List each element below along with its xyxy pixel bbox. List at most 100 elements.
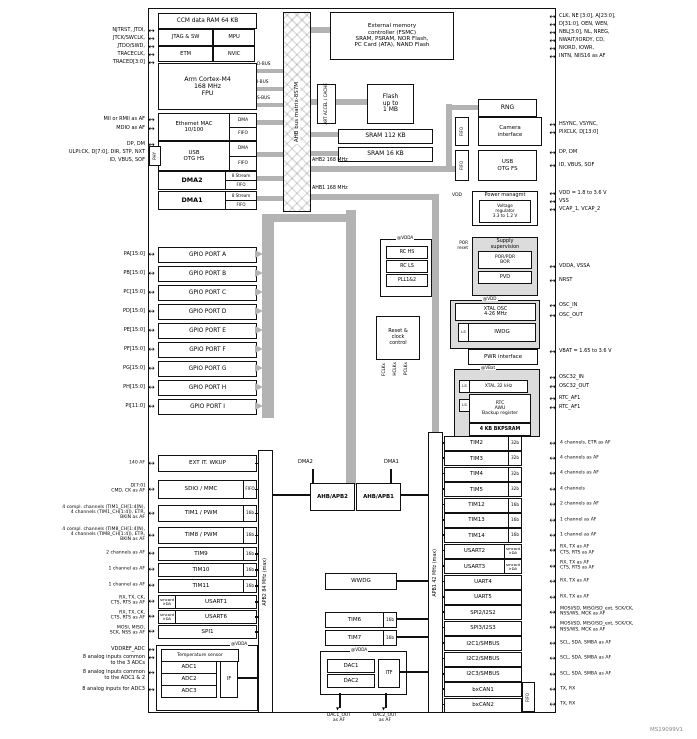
pin-label: RX, TX, CK, CTS, RTS as AF: [110, 610, 145, 621]
smartcard-irda-tag: smcard irDA: [160, 611, 176, 623]
pin-line: ↔D[31:0], OEN, WEN,: [546, 21, 697, 29]
pin-label: SCL, SDA, SMBA as AF: [560, 655, 612, 661]
rc-hs-block: RC HS: [386, 246, 428, 259]
bus-segment: [255, 69, 283, 73]
wwdg-block: WWDG: [325, 573, 397, 590]
peripheral-label: USART6: [204, 613, 228, 620]
gpio-bus-arrow-icon: [255, 250, 263, 258]
bidir-arrow-icon: ↔: [148, 34, 155, 44]
bidir-arrow-icon: ↔: [549, 36, 556, 46]
peripheral-block: I2C1/SMBUS: [444, 636, 522, 652]
bidir-arrow-icon: ↔: [549, 591, 556, 601]
gpio-pin-label: PC[15:0]: [123, 289, 145, 295]
usb-hs-dma-cell: DMA: [237, 146, 249, 152]
usb-fs-fifo-tag: FIFO: [455, 150, 469, 181]
bus-width-tag: 16b: [243, 528, 256, 543]
peripheral-label: SDIO / MMC: [184, 486, 218, 493]
pin-label: RX, TX, CK, CTS, RTS as AF: [110, 595, 145, 606]
bidir-arrow-icon: ↔: [148, 645, 155, 655]
bidir-arrow-icon: ↔: [148, 564, 155, 574]
pin-line: ↔RTC_AF1: [546, 394, 697, 403]
at-vdda-label: @VDDA: [396, 235, 415, 241]
pin-cluster: ↔RTC_AF1↔RTC_AF1: [546, 394, 697, 412]
pin-line: ↔OSC32_IN: [546, 373, 697, 382]
bidir-arrow-icon: ↔: [148, 548, 155, 558]
pin-label: TX, RX: [560, 686, 576, 692]
pin-label: VCAP_1, VCAP_2: [559, 206, 601, 213]
peripheral-label: TIM13: [468, 517, 485, 524]
bidir-arrow-icon: ↔: [549, 347, 556, 357]
peripheral-block: I2C2/SMBUS: [444, 651, 522, 667]
dac-connector: [398, 671, 428, 673]
gpio-port-row: PD[15:0]↔GPIO PORT D: [0, 304, 697, 320]
peripheral-block: smcard irDA USART6: [158, 610, 257, 624]
pin-label: 4 compl. channels (TIM1_CH[1:4]N), 4 cha…: [62, 504, 145, 521]
pin-label: TRACED[3:0]: [112, 59, 145, 66]
pin-label: OSC_IN: [559, 302, 578, 309]
pin-line: 8 analog inputs common↔: [0, 654, 158, 661]
d-bus-label: D-BUS: [257, 62, 271, 67]
pin-label: CLK, NE [3:0], A[23:0],: [559, 13, 616, 20]
tim7-label: TIM7: [347, 634, 362, 641]
rng-block: RNG: [478, 99, 537, 117]
ethernet-mac-block: Ethernet MAC 10/100 DMA FIFO: [158, 113, 257, 141]
peripheral-row: bxCAN2↔TX, RX: [0, 697, 697, 713]
pin-line: TRACED[3:0]↔: [0, 59, 158, 67]
ethernet-mac-label: Ethernet MAC 10/100: [175, 120, 213, 133]
pin-label: 4 channels as AF: [560, 470, 599, 476]
ahb1-bus-label: AHB1 168 MHz: [312, 186, 348, 191]
pin-cluster: ↔NRST: [546, 277, 697, 285]
bidir-arrow-icon: ↔: [148, 58, 155, 68]
peripheral-label: I2C3/SMBUS: [466, 671, 500, 678]
vdd-label: VDD: [452, 193, 463, 198]
gpio-bus-spine: [262, 214, 274, 418]
peripheral-label: TIM4: [470, 471, 483, 478]
gpio-port-block: GPIO PORT A: [158, 247, 257, 263]
pin-label: 8 analog inputs common: [82, 669, 145, 676]
pin-cluster: VDDREF_ADC↔: [0, 645, 158, 655]
bidir-arrow-icon: ↔: [549, 514, 556, 524]
peripheral-row: UART4↔RX, TX as AF: [0, 574, 697, 590]
pin-label: 1 channel as AF: [560, 516, 597, 522]
pin-label: 1 channel as AF: [560, 532, 597, 538]
peripheral-label: TIM14: [468, 532, 485, 539]
peripheral-block: SPI3/I2S3: [444, 620, 522, 636]
supply-supervision-block: Supply supervision POR/PDR BOR PVD: [472, 237, 538, 296]
nvic-block: NVIC: [213, 45, 255, 62]
pin-label: HSYNC, VSYNC,: [559, 121, 598, 128]
apb1-bus-label: APB1 42 MHz (max): [432, 548, 438, 597]
ahb1-bus: [309, 194, 439, 200]
pin-line: ↔VBAT = 1.65 to 3.6 V: [546, 348, 697, 356]
gpio-bus-arrow-icon: [255, 345, 263, 353]
peripheral-row: SPI3/I2S3↔MOSI/SD, MISO/SD_ext, SCK/CK, …: [0, 620, 697, 636]
pin-line: JTCK/SWCLK,↔: [0, 35, 158, 43]
bidir-arrow-icon: ↔: [549, 372, 556, 382]
bidir-arrow-icon: ↔: [549, 699, 556, 709]
pin-label: 4 compl. channels (TIM8_CH[1:4]N), 4 cha…: [62, 526, 145, 543]
pin-label: MOSI, MISO, SCK, NSS as AF: [109, 625, 145, 636]
pin-label: VSS: [559, 198, 569, 205]
bidir-arrow-icon: ↔: [549, 637, 556, 647]
pin-line: TRACECLK,↔: [0, 51, 158, 59]
xtal-osc-block: XTAL OSC 4-26 MHz: [455, 303, 536, 321]
dma1-bus-tag: DMA1: [384, 459, 399, 465]
pin-label: MOSI/SD, MISO/SD_ext, SCK/CK, NSS/WS, MC…: [560, 606, 634, 617]
bidir-arrow-icon: ↔: [549, 262, 556, 272]
debug-block-group: JTAG & SW MPU ETM NVIC: [158, 29, 255, 62]
bidir-arrow-icon: ↔: [549, 128, 556, 138]
dac1-out-line: [339, 693, 341, 708]
main-ahb-vertical-bus: [346, 210, 356, 485]
dac2-out-pin-label: DAC2_OUT as AF: [372, 713, 398, 723]
bidir-arrow-icon: ↔: [148, 123, 155, 133]
bus-segment: [334, 99, 367, 105]
bidir-arrow-icon: ↔: [549, 311, 556, 321]
pin-line: ↔OSC32_OUT: [546, 382, 697, 391]
